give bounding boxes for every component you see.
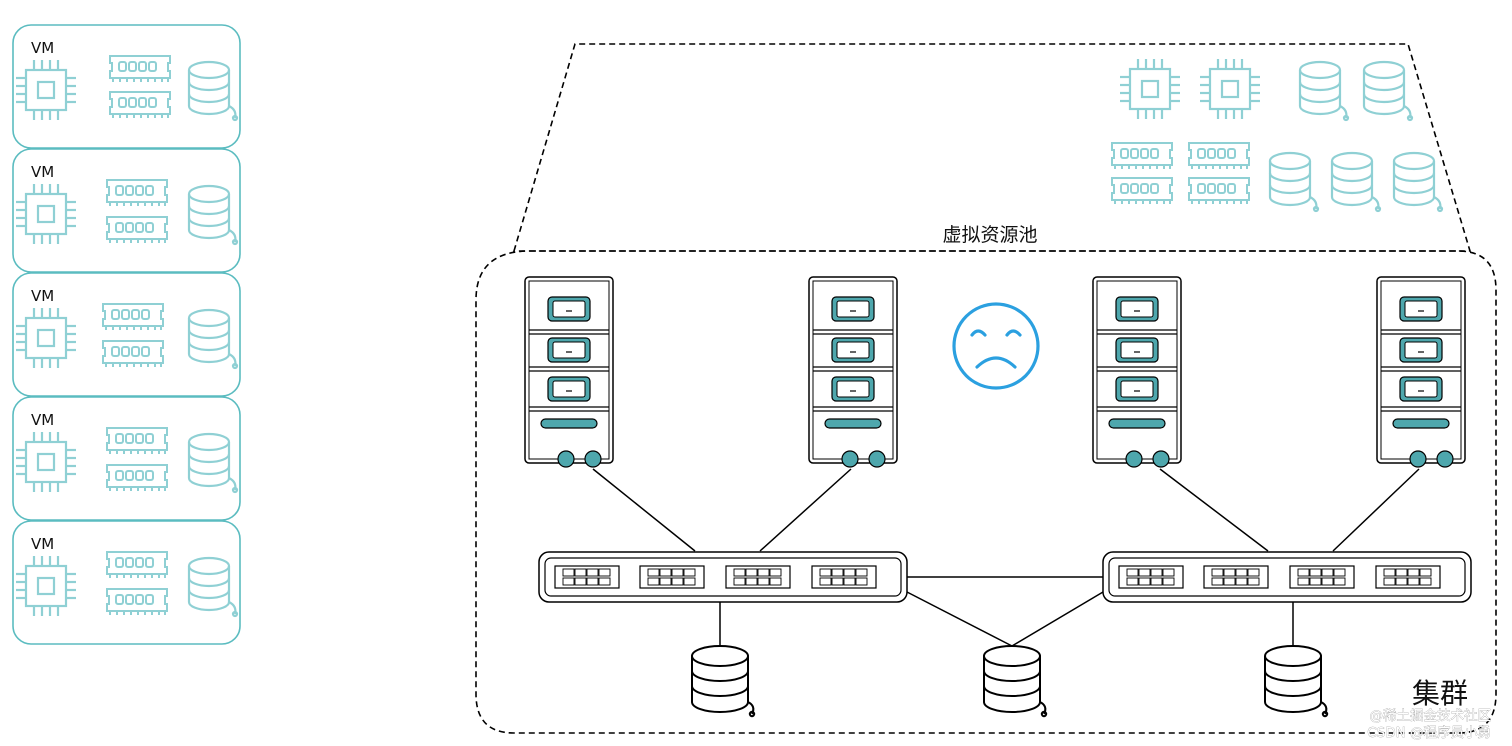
cluster-outline [475, 250, 1497, 734]
network-links [592, 468, 1420, 647]
cpu-icon [1118, 57, 1182, 121]
vm-card: VM [12, 396, 241, 521]
storage-icon [1298, 60, 1350, 122]
server-icon [1092, 276, 1182, 468]
pool-outline [512, 43, 1472, 252]
switch-icon [539, 552, 907, 602]
vm-card: VM [12, 272, 241, 397]
storage-icon [691, 645, 756, 718]
watermark-line1: @稀土掘金技术社区 [1370, 708, 1492, 724]
memory-icon [1188, 177, 1250, 205]
virtual-resource-pool: 虚拟资源池 [512, 43, 1472, 252]
vm-label: VM [31, 411, 54, 429]
storage-icon [983, 645, 1048, 718]
cpu-icon [1198, 57, 1262, 121]
server-icon [1376, 276, 1466, 468]
server-icon [524, 276, 614, 468]
storage-icon [1330, 151, 1382, 213]
switch-icon [1103, 552, 1471, 602]
storage-icon [1264, 645, 1329, 718]
server-icon [808, 276, 898, 468]
memory-icon [1188, 142, 1250, 170]
storage-icon [1392, 151, 1444, 213]
vm-card: VM [12, 148, 241, 273]
storage-icon [1362, 60, 1414, 122]
vm-label: VM [31, 535, 54, 553]
vm-card: VM [12, 24, 241, 149]
cluster: 集群 [475, 250, 1497, 734]
memory-icon [1111, 177, 1173, 205]
storage-icon [1268, 151, 1320, 213]
cluster-label: 集群 [1412, 677, 1468, 710]
vm-label: VM [31, 39, 54, 57]
pool-label: 虚拟资源池 [942, 224, 1037, 246]
vm-label: VM [31, 287, 54, 305]
sad-face-icon [952, 302, 1040, 390]
memory-icon [1111, 142, 1173, 170]
watermark-line2: CSDN @程序员小勇 [1367, 725, 1491, 741]
vm-card: VM [12, 520, 241, 645]
vm-label: VM [31, 163, 54, 181]
